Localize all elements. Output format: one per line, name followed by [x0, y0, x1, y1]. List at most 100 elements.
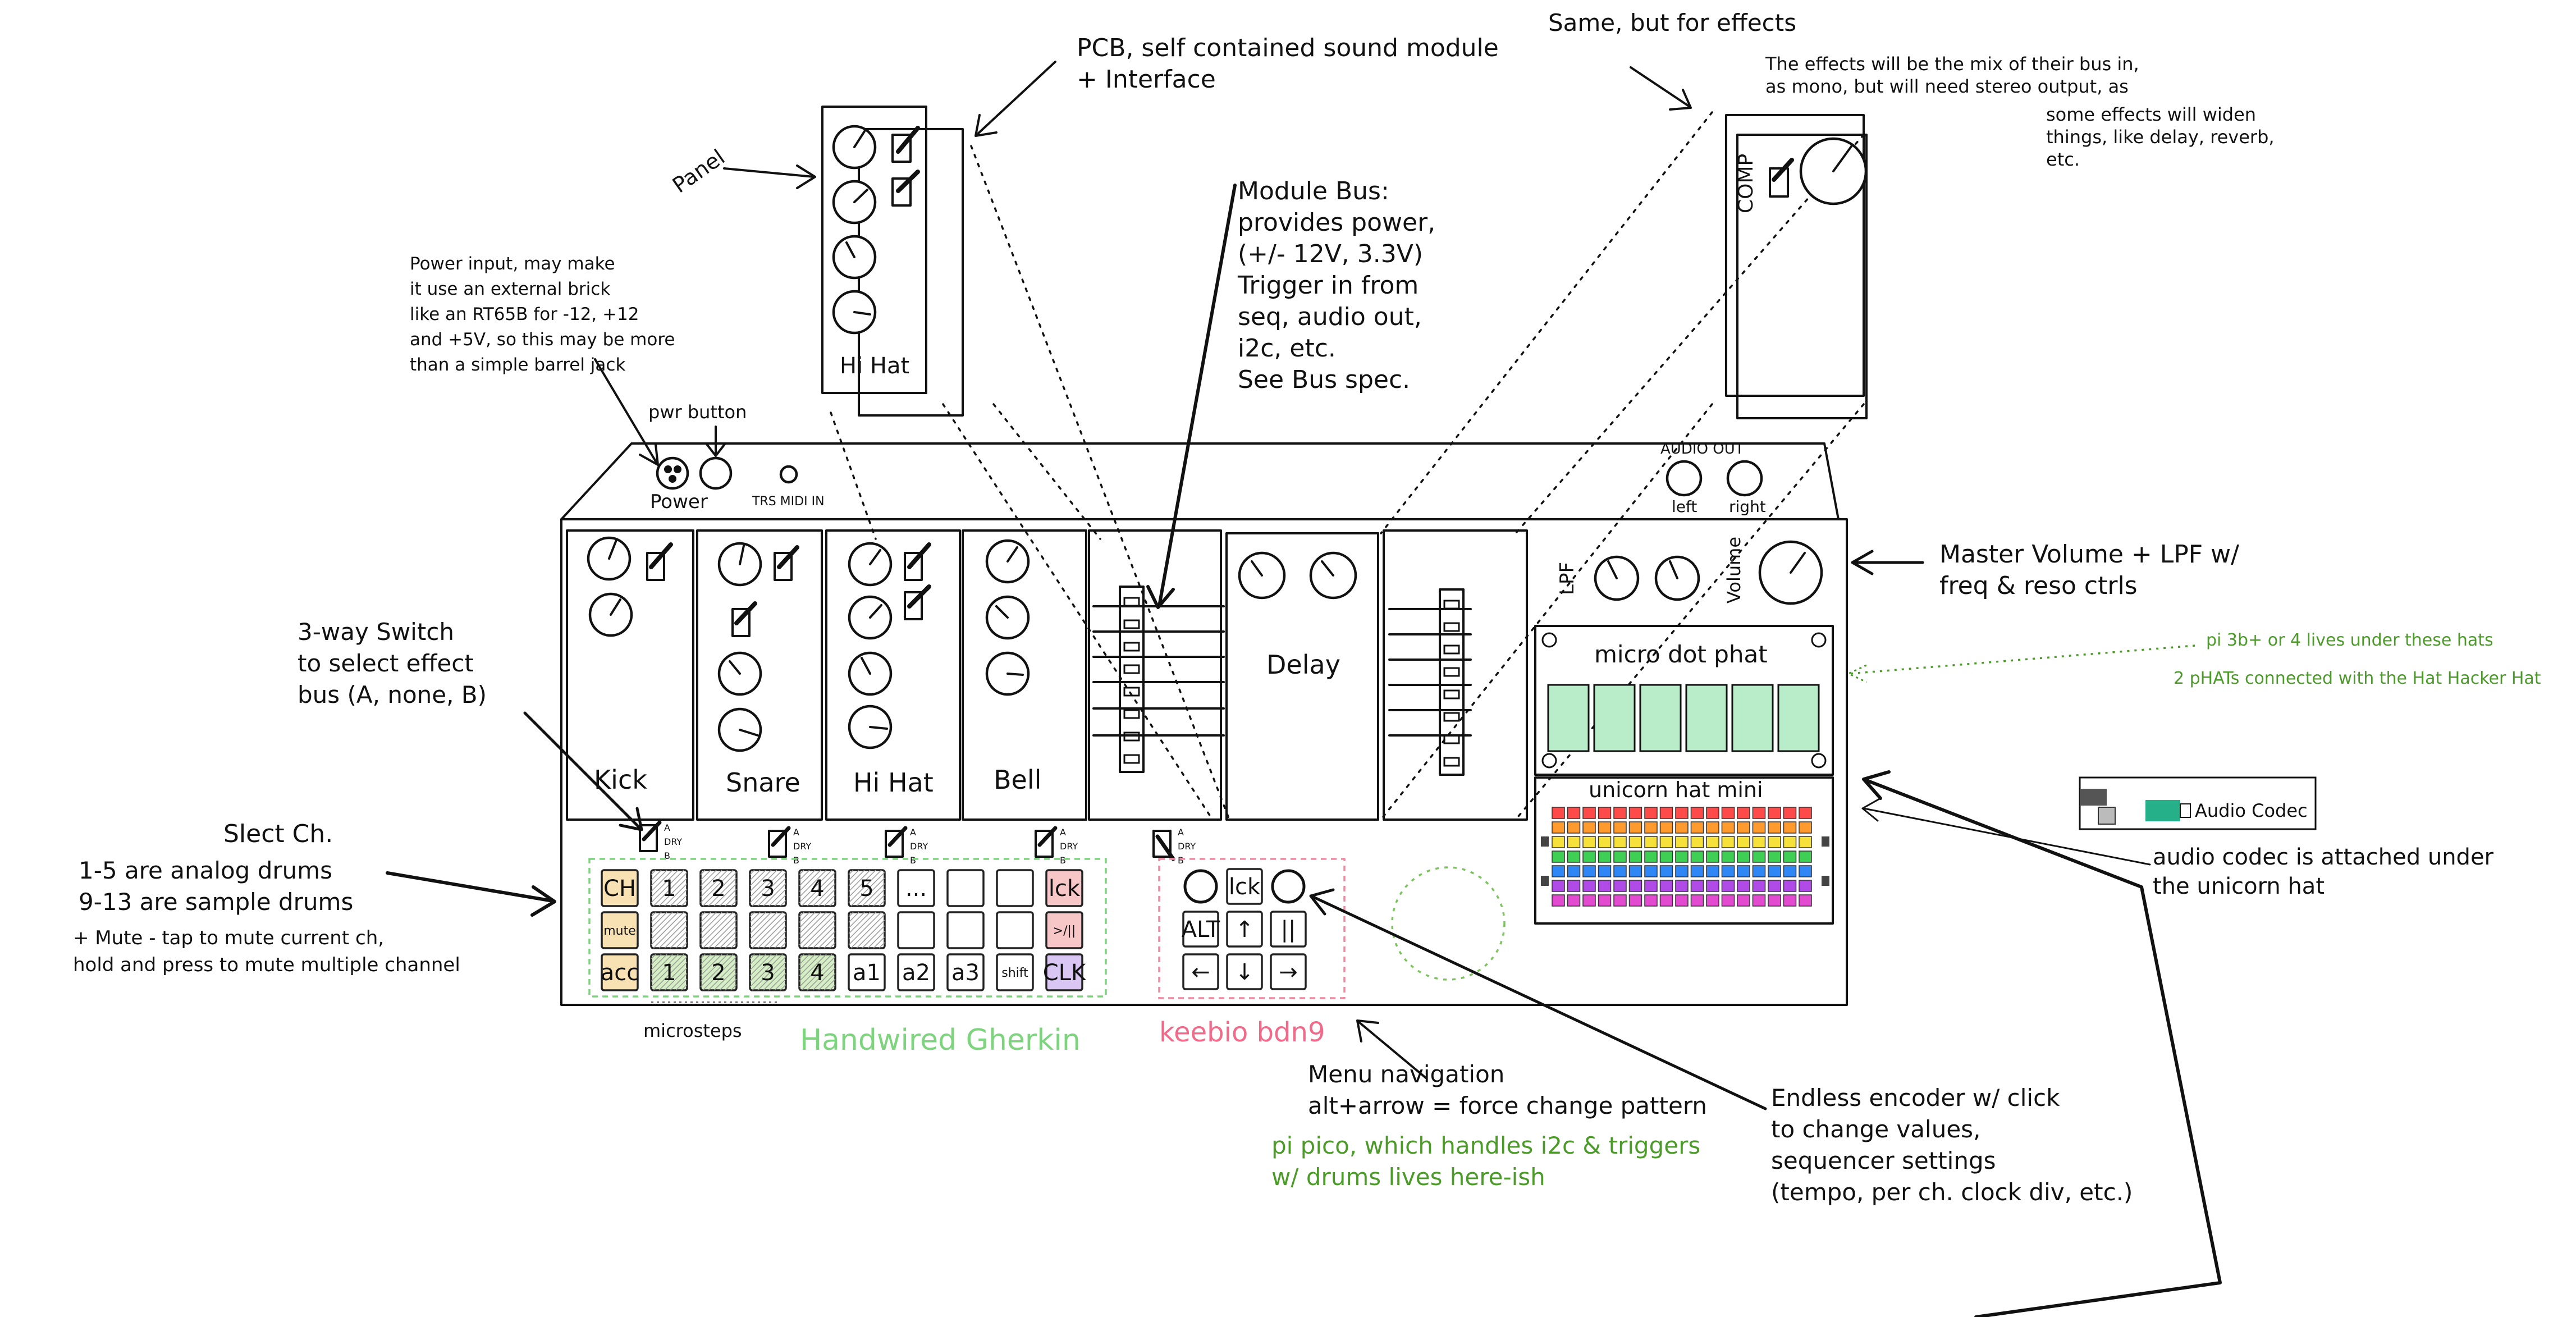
keyboard-key[interactable]: mute [601, 911, 639, 949]
led-pixel [1706, 836, 1719, 848]
encoder-position [1391, 866, 1506, 981]
keyboard-key[interactable]: a2 [897, 953, 935, 991]
audio-out-right-jack[interactable] [1726, 460, 1763, 497]
keyboard-key[interactable] [699, 911, 738, 949]
keyboard-key[interactable]: 4 [798, 869, 836, 907]
keyboard-key[interactable]: → [1270, 953, 1307, 990]
keyboard-key[interactable] [946, 869, 985, 907]
svg-text:B: B [664, 850, 670, 861]
key-hatch-line [848, 912, 871, 934]
keyboard-key[interactable] [798, 911, 836, 949]
pwr-button-annotation: pwr button [648, 401, 747, 423]
keyboard-key[interactable]: acc [601, 953, 639, 991]
led-pixel [1706, 894, 1719, 907]
key-hatch-line [725, 978, 737, 991]
led-pixel [1783, 865, 1797, 877]
led-pixel [1567, 807, 1581, 819]
led-pixel [1752, 836, 1766, 848]
keyboard-key[interactable]: a3 [946, 953, 985, 991]
keyboard-key[interactable] [848, 911, 886, 949]
key-hatch-line [664, 883, 688, 907]
key-hatch-line [651, 954, 667, 971]
key-hatch-line [749, 870, 777, 898]
key-hatch-line [801, 872, 836, 907]
led-pixel [1582, 865, 1596, 877]
keyboard-key[interactable]: ← [1182, 953, 1219, 990]
key-hatch-line [700, 870, 728, 898]
power-jack[interactable] [656, 456, 689, 490]
led-pixel [1675, 821, 1689, 834]
led-pixel [1737, 821, 1750, 834]
key-label: ↑ [1235, 917, 1254, 943]
keyboard-key[interactable]: 1 [650, 953, 688, 991]
keyboard-key[interactable]: ↓ [1226, 953, 1263, 990]
hihat-panel-label: Hi Hat [840, 353, 909, 379]
keyboard-key[interactable]: >/|| [1045, 911, 1083, 949]
keyboard-key[interactable]: a1 [848, 953, 886, 991]
keyboard-key[interactable] [897, 911, 935, 949]
keyboard-key[interactable]: 1 [650, 869, 688, 907]
key-cap [848, 911, 886, 949]
trs-midi-jack[interactable] [779, 465, 798, 484]
keyboard-key[interactable] [749, 911, 787, 949]
keyboard-key[interactable]: lck [1045, 869, 1083, 907]
key-cap [897, 953, 935, 991]
pwr-button[interactable] [699, 456, 733, 490]
key-hatch-line [651, 912, 673, 934]
led-pixel [1598, 894, 1612, 907]
keyboard-key[interactable] [996, 869, 1034, 907]
rotary-encoder[interactable] [1183, 869, 1218, 904]
keyboard-key[interactable]: || [1270, 911, 1307, 948]
keyboard-key[interactable]: lck [1226, 868, 1263, 905]
key-hatch-line [807, 962, 836, 991]
keyboard-key[interactable]: 3 [749, 953, 787, 991]
keyboard-key[interactable] [996, 911, 1034, 949]
key-hatch-line [651, 870, 673, 892]
keyboard-key[interactable]: shift [996, 953, 1034, 991]
led-pixel [1644, 894, 1658, 907]
keyboard-key[interactable]: 4 [798, 953, 836, 991]
keyboard-key[interactable]: 2 [699, 869, 738, 907]
key-hatch-line [848, 912, 876, 940]
rotary-encoder[interactable] [1271, 869, 1306, 904]
key-hatch-line [700, 954, 711, 965]
keyboard-key[interactable]: 5 [848, 869, 886, 907]
key-cap [1226, 868, 1263, 905]
key-hatch-line [799, 912, 821, 934]
keyboard-key[interactable]: CLK [1043, 953, 1087, 991]
led-pixel [1582, 880, 1596, 892]
keyboard-key[interactable] [650, 911, 688, 949]
keyboard-key[interactable] [946, 911, 985, 949]
key-hatch-line [700, 912, 734, 945]
led-matrix [1552, 807, 1812, 907]
keyboard-key[interactable]: 2 [699, 953, 738, 991]
key-hatch-line [651, 870, 662, 881]
audio-out-left-jack[interactable] [1666, 460, 1703, 497]
led-pixel [1567, 836, 1581, 848]
keyboard-key[interactable]: CH [601, 869, 639, 907]
keyboard-key[interactable]: ... [897, 869, 935, 907]
key-hatch-line [763, 925, 786, 949]
key-hatch-line [829, 984, 836, 991]
keyboard-key[interactable]: ALT [1182, 911, 1220, 948]
led-pixel [1752, 821, 1766, 834]
led-pixel [1752, 880, 1766, 892]
led-pixel [1706, 807, 1719, 819]
key-hatch-line [818, 973, 836, 991]
key-hatch-line [749, 954, 783, 987]
led-pixel [1598, 850, 1612, 863]
keyboard-key[interactable]: 3 [749, 869, 787, 907]
keyboard-key[interactable]: ↑ [1226, 911, 1263, 948]
key-hatch-line [862, 883, 885, 907]
key-hatch-line [799, 912, 804, 917]
key-hatch-line [757, 920, 786, 949]
key-hatch-line [749, 870, 755, 875]
key-hatch-line [719, 889, 737, 907]
